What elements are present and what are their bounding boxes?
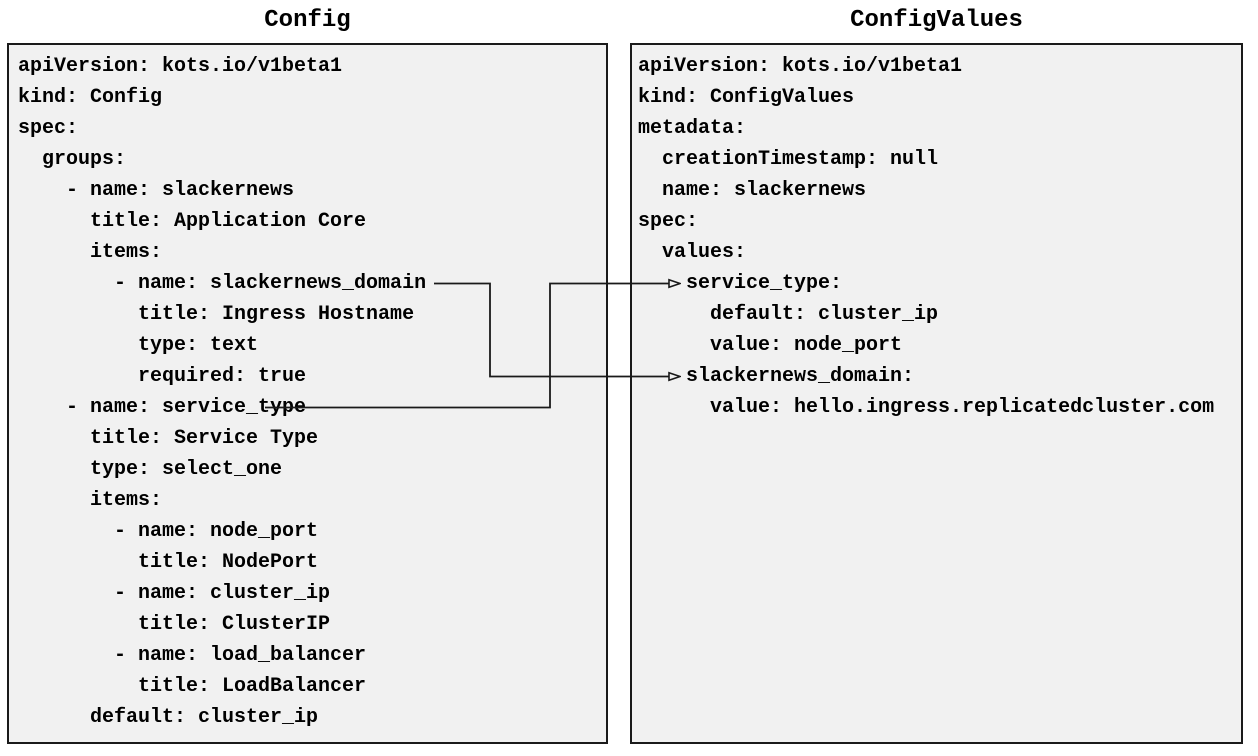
config-panel-title: Config (264, 7, 351, 34)
config-panel: apiVersion: kots.io/v1beta1 kind: Config… (7, 43, 608, 744)
configvalues-yaml-code: apiVersion: kots.io/v1beta1 kind: Config… (638, 55, 1215, 419)
configvalues-panel: apiVersion: kots.io/v1beta1 kind: Config… (630, 43, 1243, 744)
configvalues-panel-title: ConfigValues (850, 7, 1023, 34)
config-yaml-code: apiVersion: kots.io/v1beta1 kind: Config… (18, 55, 427, 729)
